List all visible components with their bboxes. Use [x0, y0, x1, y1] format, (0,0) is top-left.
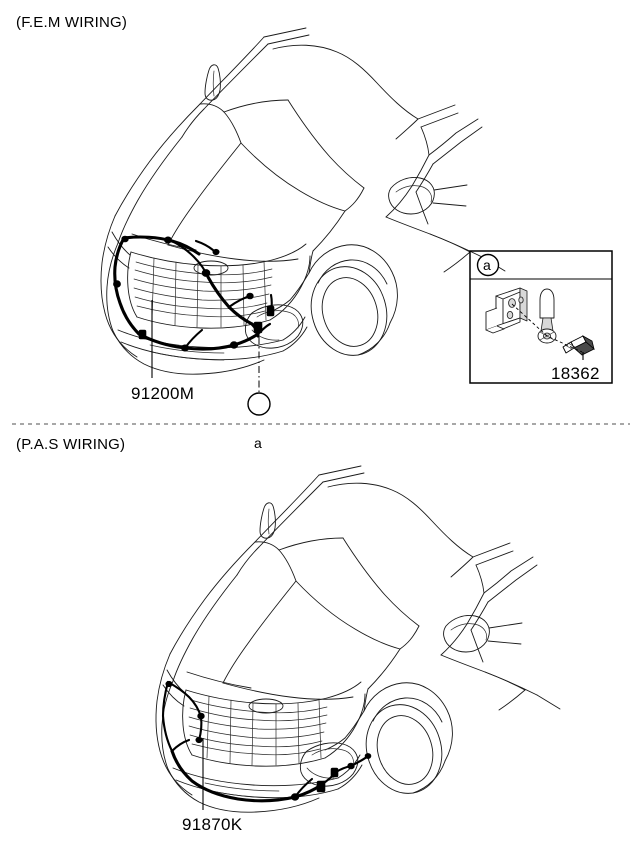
part-label-18362: 18362 — [551, 364, 600, 383]
marker-a-circle-diagram — [247, 392, 271, 416]
part-label-91200m: 91200M — [131, 384, 195, 403]
marker-a-label-diagram: a — [254, 435, 262, 451]
bracket-part — [485, 287, 528, 334]
clip-part — [537, 288, 557, 344]
vehicle-fem — [100, 27, 506, 416]
section-title-fem: (F.E.M WIRING) — [16, 14, 128, 31]
assembly-dashed-line — [511, 303, 583, 353]
detail-callout-box — [469, 250, 613, 384]
section-title-pas: (P.A.S WIRING) — [16, 436, 126, 453]
harness-fem — [113, 235, 275, 352]
marker-a-circle-box — [476, 253, 500, 277]
vehicle-pas — [155, 465, 561, 813]
bolt-part — [562, 335, 595, 356]
harness-pas — [161, 680, 372, 803]
marker-a-label-box: a — [483, 257, 491, 273]
part-label-91870k: 91870K — [182, 815, 243, 834]
